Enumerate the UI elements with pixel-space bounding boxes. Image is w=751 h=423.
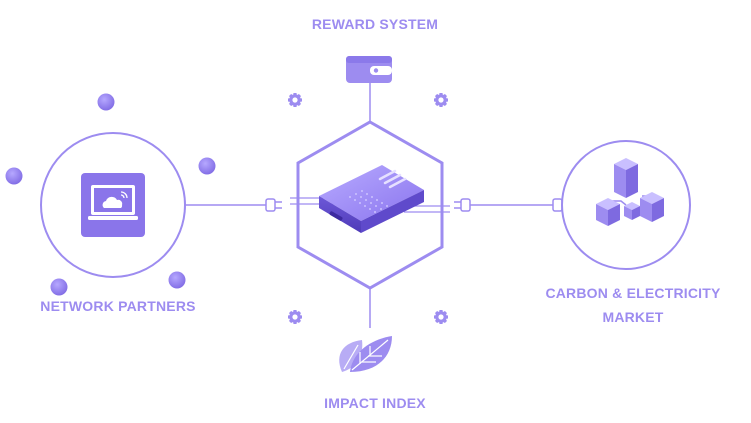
- carbon-market-label: CARBON & ELECTRICITY MARKET: [545, 285, 721, 325]
- network-nodes: [5, 93, 216, 296]
- right-socket: [454, 198, 563, 212]
- cubes-icon: [596, 158, 664, 226]
- device-icon: [290, 165, 450, 233]
- network-partners-label: NETWORK PARTNERS: [40, 298, 196, 314]
- connector-lines: [185, 83, 555, 328]
- gear-icon: [432, 91, 450, 109]
- wallet-icon: [346, 56, 392, 83]
- impact-index-label: IMPACT INDEX: [324, 395, 426, 411]
- laptop-cloud-icon: [81, 173, 145, 237]
- gear-icon: [432, 308, 450, 326]
- gear-icon: [286, 91, 304, 109]
- reward-system-label: REWARD SYSTEM: [311, 16, 439, 32]
- gear-icon: [286, 308, 304, 326]
- leaf-icon: [339, 336, 392, 372]
